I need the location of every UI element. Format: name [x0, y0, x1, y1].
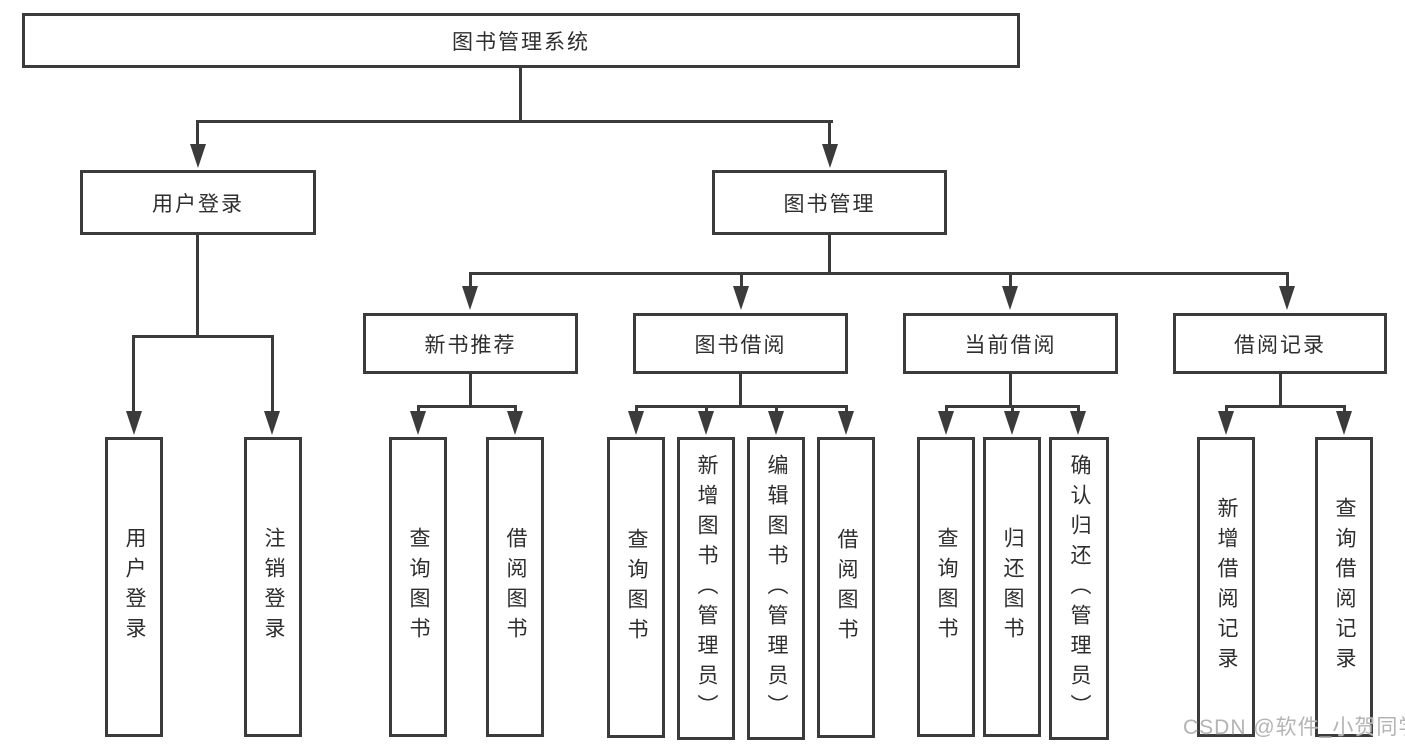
connector-borrow-hline [635, 405, 847, 408]
group-current-borrow-box: 当前借阅 [903, 313, 1118, 374]
connector-userlogin-drop [196, 235, 199, 335]
arrowhead-down [507, 411, 523, 435]
arrowhead-down [822, 144, 838, 168]
leaf-current-query-box: 查询图书 [917, 437, 975, 737]
arrowhead-down [628, 411, 644, 435]
leaf-borrow-borrow-label: 借阅图书 [835, 527, 859, 648]
arrowhead-down [1279, 286, 1295, 310]
leaf-current-confirm-label: 确认归还（管理员） [1068, 453, 1092, 724]
arrowhead-down [838, 411, 854, 435]
connector-login-stub [132, 335, 135, 413]
leaf-borrow-edit-label: 编辑图书（管理员） [765, 453, 789, 724]
leaf-borrow-query-label: 查询图书 [625, 527, 649, 648]
root-label: 图书管理系统 [452, 30, 590, 54]
leaf-logout-box: 注销登录 [244, 437, 302, 737]
connector-newrec-hline [417, 405, 517, 408]
leaf-record-add-box: 新增借阅记录 [1197, 437, 1255, 737]
leaf-current-confirm-box: 确认归还（管理员） [1049, 437, 1109, 740]
group-borrow-record-box: 借阅记录 [1173, 313, 1387, 374]
group-book-borrow-label: 图书借阅 [694, 333, 787, 357]
leaf-logout-label: 注销登录 [262, 527, 286, 647]
group-new-book-box: 新书推荐 [363, 313, 578, 374]
leaf-record-add-label: 新增借阅记录 [1215, 497, 1239, 677]
connector-borrow-stub [740, 272, 743, 288]
leaf-newrec-borrow-label: 借阅图书 [504, 527, 528, 647]
arrowhead-down [1336, 411, 1352, 435]
leaf-newrec-query-label: 查询图书 [407, 527, 431, 647]
connector-level2-hline [469, 272, 1289, 275]
branch-book-management-label: 图书管理 [783, 192, 876, 216]
arrowhead-down [1002, 286, 1018, 310]
leaf-user-login-box: 用户登录 [105, 437, 163, 737]
group-new-book-label: 新书推荐 [424, 333, 517, 357]
leaf-borrow-add-label: 新增图书（管理员） [695, 453, 719, 724]
arrowhead-down [462, 286, 478, 310]
leaf-record-query-label: 查询借阅记录 [1333, 497, 1357, 677]
group-current-borrow-label: 当前借阅 [964, 333, 1057, 357]
leaf-current-return-box: 归还图书 [983, 437, 1041, 737]
arrowhead-down [1070, 411, 1086, 435]
leaf-borrow-add-box: 新增图书（管理员） [677, 437, 735, 740]
connector-records-hline [1225, 405, 1345, 408]
connector-newrec-stub [469, 272, 472, 288]
connector-borrow-drop [739, 374, 742, 405]
connector-leaf-stub [514, 405, 517, 413]
leaf-borrow-borrow-box: 借阅图书 [817, 437, 875, 738]
group-book-borrow-box: 图书借阅 [633, 313, 848, 374]
csdn-watermark: CSDN @软件_小贺同学 [1183, 716, 1405, 739]
leaf-current-return-label: 归还图书 [1001, 527, 1025, 647]
connector-leaf-stub [1077, 405, 1080, 413]
connector-userlogin-stub [196, 120, 199, 146]
connector-leaf-stub [845, 405, 848, 413]
leaf-newrec-query-box: 查询图书 [389, 437, 447, 737]
arrowhead-down [126, 411, 142, 435]
leaf-current-query-label: 查询图书 [935, 527, 959, 647]
branch-user-login-box: 用户登录 [80, 170, 316, 235]
arrowhead-down [938, 411, 954, 435]
arrowhead-down [768, 411, 784, 435]
leaf-borrow-edit-box: 编辑图书（管理员） [747, 437, 805, 740]
connector-records-stub [1286, 272, 1289, 288]
leaf-borrow-query-box: 查询图书 [607, 437, 665, 738]
connector-leaf-stub [635, 405, 638, 413]
group-borrow-record-label: 借阅记录 [1234, 333, 1326, 357]
connector-userlogin-hline [133, 335, 274, 338]
arrowhead-down [1004, 411, 1020, 435]
connector-leaf-stub [775, 405, 778, 413]
arrowhead-down [410, 411, 426, 435]
connector-leaf-stub [1011, 405, 1014, 413]
connector-current-drop [1009, 374, 1012, 405]
arrowhead-down [1218, 411, 1234, 435]
arrowhead-down [698, 411, 714, 435]
connector-leaf-stub [945, 405, 948, 413]
leaf-record-query-box: 查询借阅记录 [1315, 437, 1373, 737]
arrowhead-down [190, 144, 206, 168]
leaf-newrec-borrow-box: 借阅图书 [486, 437, 544, 737]
connector-bookmgmt-stub [828, 120, 831, 146]
connector-current-stub [1009, 272, 1012, 288]
connector-leaf-stub [705, 405, 708, 413]
connector-leaf-stub [417, 405, 420, 413]
leaf-user-login-label: 用户登录 [123, 527, 147, 647]
connector-bookmgmt-drop [828, 235, 831, 272]
connector-records-drop [1279, 374, 1282, 405]
branch-book-management-box: 图书管理 [712, 170, 947, 235]
root-box: 图书管理系统 [22, 13, 1020, 68]
connector-newrec-drop [469, 374, 472, 405]
connector-leaf-stub [1343, 405, 1346, 413]
arrowhead-down [733, 286, 749, 310]
connector-level1-hline [197, 120, 833, 123]
branch-user-login-label: 用户登录 [152, 192, 244, 216]
arrowhead-down [264, 411, 280, 435]
connector-leaf-stub [1225, 405, 1228, 413]
connector-root-drop [519, 68, 522, 120]
connector-logout-stub [271, 335, 274, 413]
